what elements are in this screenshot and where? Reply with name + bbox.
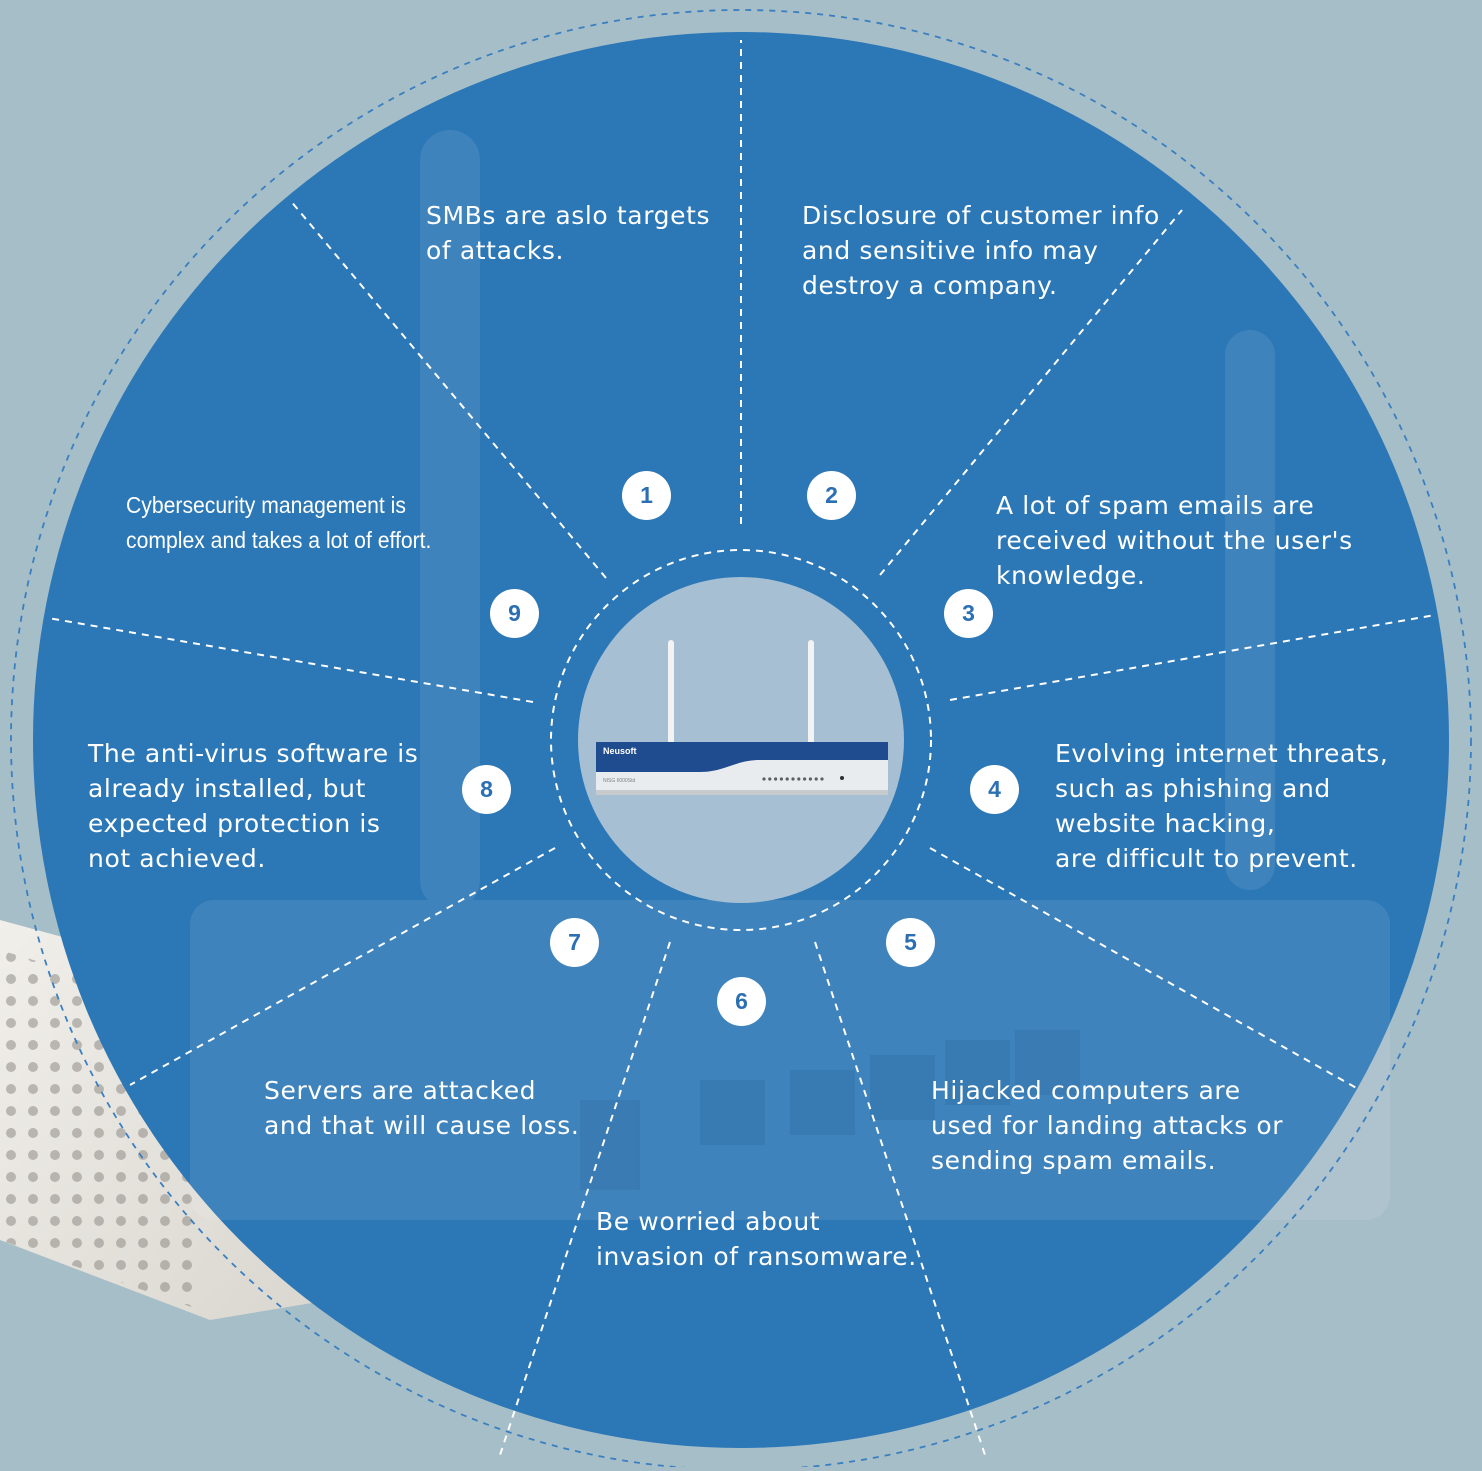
segment-5-line-2: used for landing attacks or <box>931 1111 1284 1140</box>
divider-line-8 <box>47 617 534 703</box>
device-model: NISG 6000Std <box>603 778 635 784</box>
segment-4-number-badge: 4 <box>970 765 1019 814</box>
segment-9-number-badge: 9 <box>490 589 539 638</box>
segment-8-text: The anti-virus software is already instal… <box>88 736 418 876</box>
segment-7-line-1: Servers are attacked <box>264 1076 537 1105</box>
segment-5-line-1: Hijacked computers are <box>931 1076 1241 1105</box>
segment-8-line-1: The anti-virus software is <box>88 739 419 768</box>
hub-circle <box>578 577 904 903</box>
segment-1-line-1: SMBs are aslo targets <box>426 201 711 230</box>
segment-9-line-2: complex and takes a lot of effort. <box>126 527 432 553</box>
segment-7-number-badge: 7 <box>550 918 599 967</box>
segment-2-line-3: destroy a company. <box>802 271 1058 300</box>
segment-1-text: SMBs are aslo targets of attacks. <box>426 198 710 268</box>
segment-7-line-2: and that will cause loss. <box>264 1111 580 1140</box>
segment-6-line-2: invasion of ransomware. <box>596 1242 917 1271</box>
background-ports <box>580 1030 1080 1190</box>
device-image: Neusoft NISG 6000Std <box>596 640 888 795</box>
segment-2-line-1: Disclosure of customer info <box>802 201 1160 230</box>
segment-5-line-3: sending spam emails. <box>931 1146 1217 1175</box>
segment-4-line-3: website hacking, <box>1055 809 1276 838</box>
segment-6-number-badge: 6 <box>717 977 766 1026</box>
segment-dividers <box>47 40 1436 1456</box>
background-router-silhouette <box>190 130 1390 1220</box>
segment-1-number-badge: 1 <box>622 471 671 520</box>
segment-8-line-4: not achieved. <box>88 844 266 873</box>
segment-4-line-1: Evolving internet threats, <box>1055 739 1389 768</box>
segment-3-line-1: A lot of spam emails are <box>996 491 1315 520</box>
divider-line-7 <box>129 847 556 1086</box>
segment-4-line-4: are difficult to prevent. <box>1055 844 1358 873</box>
segment-6-line-1: Be worried about <box>596 1207 821 1236</box>
segment-3-number-badge: 3 <box>944 589 993 638</box>
segment-4-line-2: such as phishing and <box>1055 774 1331 803</box>
segment-6-text: Be worried about invasion of ransomware. <box>596 1204 917 1274</box>
segment-3-line-2: received without the user's <box>996 526 1353 555</box>
segment-9-line-1: Cybersecurity management is <box>126 492 406 518</box>
hub-dashed-ring <box>550 549 932 931</box>
segment-5-number-badge: 5 <box>886 918 935 967</box>
segment-3-line-3: knowledge. <box>996 561 1146 590</box>
device-brand: Neusoft <box>603 746 637 756</box>
segment-2-line-2: and sensitive info may <box>802 236 1099 265</box>
segment-2-text: Disclosure of customer info and sensitive… <box>802 198 1160 303</box>
segment-8-line-2: already installed, but <box>88 774 366 803</box>
segment-8-line-3: expected protection is <box>88 809 381 838</box>
segment-4-text: Evolving internet threats, such as phishi… <box>1055 736 1388 876</box>
divider-line-2 <box>879 209 1183 576</box>
segment-8-number-badge: 8 <box>462 765 511 814</box>
segment-5-text: Hijacked computers are used for landing a… <box>931 1073 1283 1178</box>
segment-1-line-2: of attacks. <box>426 236 565 265</box>
segment-7-text: Servers are attacked and that will cause … <box>264 1073 579 1143</box>
outer-dashed-ring <box>10 9 1472 1471</box>
segment-2-number-badge: 2 <box>807 471 856 520</box>
segment-3-text: A lot of spam emails are received without… <box>996 488 1353 593</box>
divider-line-9 <box>289 199 607 579</box>
divider-line-3 <box>949 614 1436 701</box>
divider-line-4 <box>929 847 1361 1091</box>
segment-9-text: Cybersecurity management is complex and t… <box>126 488 431 558</box>
